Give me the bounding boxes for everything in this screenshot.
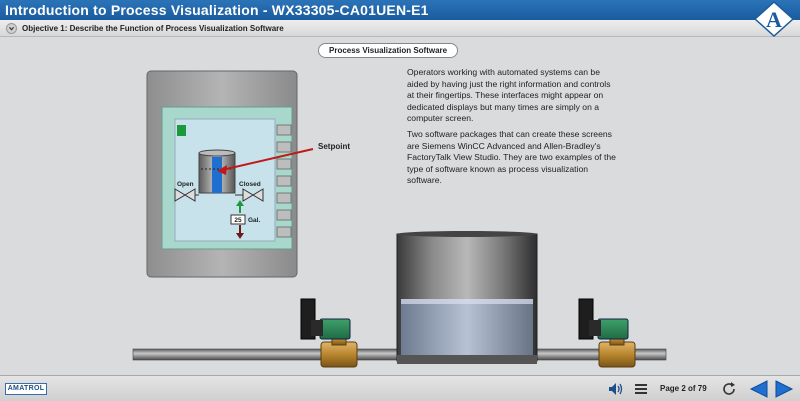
setpoint-callout: Setpoint [217, 142, 350, 175]
gallons-unit: Gal. [248, 217, 260, 224]
slide-title: Process Visualization Software [318, 43, 459, 58]
intro-paragraph: Operators working with automated systems… [407, 67, 611, 123]
menu-icon[interactable] [634, 383, 648, 395]
window-title: Introduction to Process Visualization - … [0, 0, 800, 20]
previous-page-button[interactable] [749, 379, 769, 399]
hmi-side-buttons [276, 124, 292, 238]
slide-content: Open Closed 25 Gal. Setpoint [0, 37, 800, 375]
status-indicator [177, 125, 186, 136]
speaker-icon[interactable] [608, 382, 624, 396]
hmi-tank-graphic [198, 149, 236, 194]
closed-label: Closed [239, 181, 261, 188]
reload-icon[interactable] [721, 381, 737, 397]
left-solenoid-valve [300, 298, 358, 368]
gallons-value: 25 [234, 217, 242, 224]
hmi-open-valve-icon [174, 188, 199, 202]
process-scene: Open Closed 25 Gal. Setpoint [132, 70, 667, 368]
right-solenoid-valve [578, 298, 636, 368]
water-tank [396, 231, 538, 364]
amatrol-brand: AMATROL [5, 383, 47, 395]
amatrol-logo-icon: A [754, 1, 794, 37]
level-up-arrow-icon [236, 200, 244, 213]
footer-bar: AMATROL Page 2 of 79 [0, 375, 800, 401]
open-label: Open [177, 181, 194, 188]
hmi-panel: Open Closed 25 Gal. [146, 70, 298, 278]
chevron-down-icon[interactable] [6, 23, 17, 34]
hmi-closed-valve-icon [235, 188, 264, 202]
level-down-arrow-icon [236, 225, 244, 239]
objective-text: Objective 1: Describe the Function of Pr… [22, 24, 284, 33]
software-paragraph: Two software packages that can create th… [407, 129, 616, 185]
next-page-button[interactable] [774, 379, 794, 399]
page-indicator: Page 2 of 79 [660, 384, 707, 393]
logo-letter: A [766, 7, 782, 32]
objective-bar[interactable]: Objective 1: Describe the Function of Pr… [0, 20, 800, 37]
setpoint-label: Setpoint [318, 142, 350, 151]
